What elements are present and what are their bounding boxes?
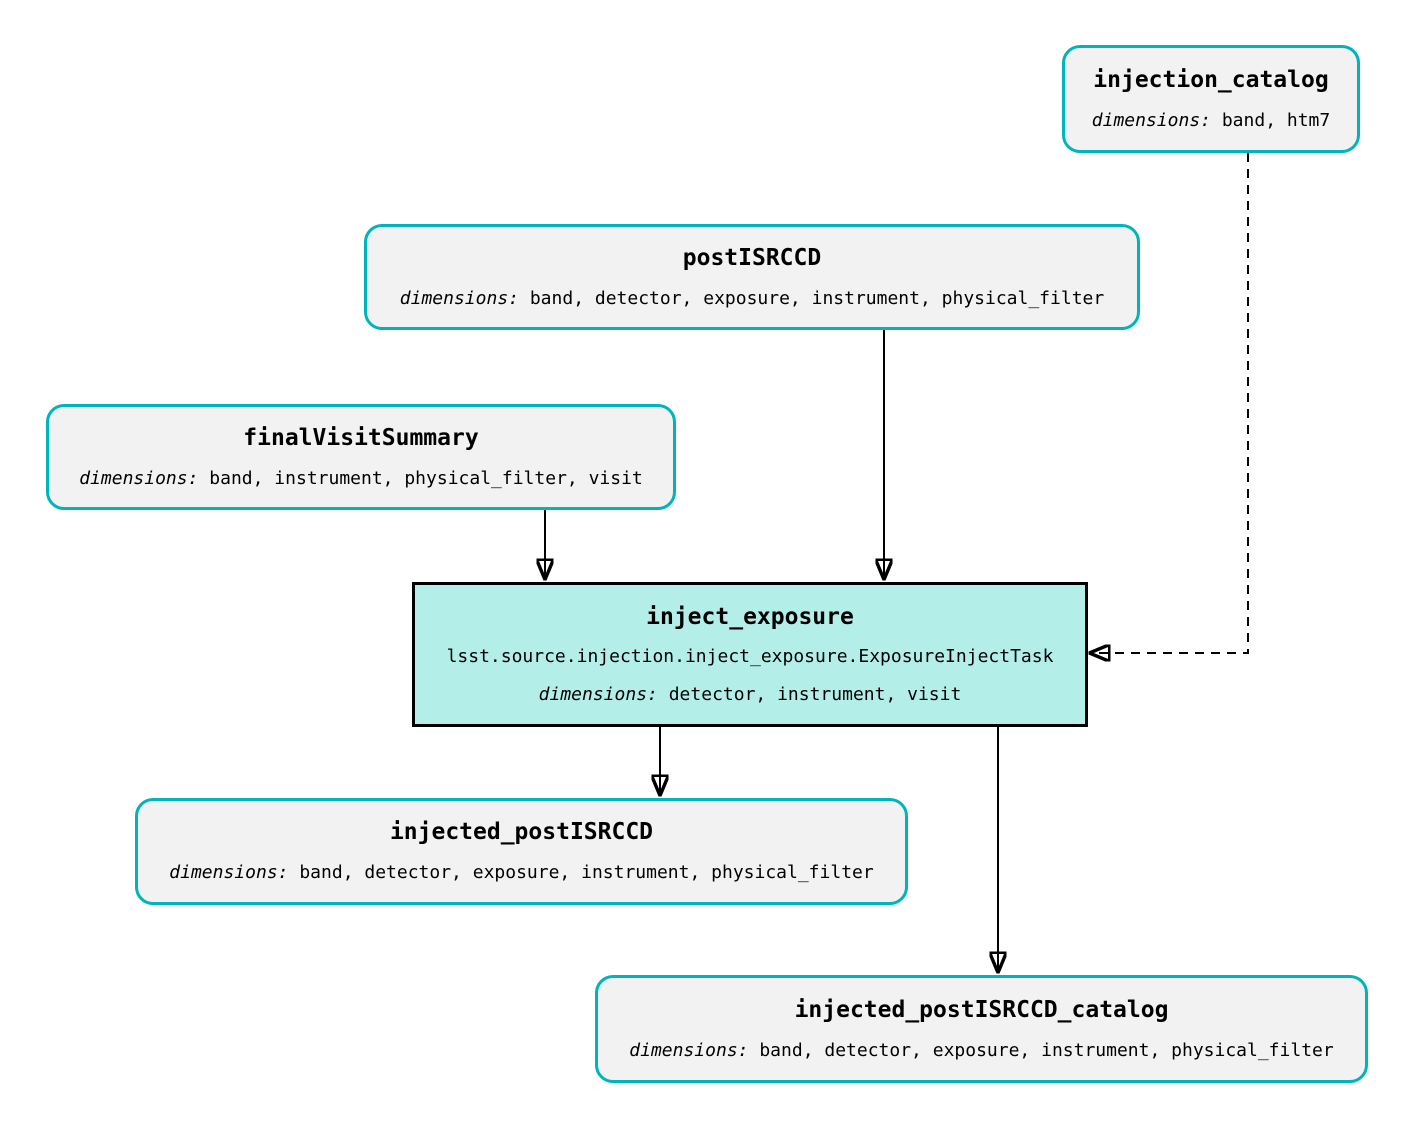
node-title: finalVisitSummary (243, 424, 479, 451)
dimensions-label: dimensions: (538, 683, 658, 705)
dimensions-value: band, detector, exposure, instrument, ph… (529, 287, 1105, 309)
node-title: postISRCCD (682, 244, 822, 271)
dimensions-value: band, detector, exposure, instrument, ph… (299, 862, 874, 883)
node-dimensions: dimensions: detector, instrument, visit (539, 684, 962, 706)
node-inject-exposure-task: inject_exposure lsst.source.injection.in… (412, 582, 1088, 727)
node-dimensions: dimensions: band, detector, exposure, in… (169, 862, 873, 884)
dimensions-value: band, instrument, physical_filter, visit (209, 467, 643, 489)
node-dimensions: dimensions: band, detector, exposure, in… (629, 1040, 1333, 1062)
node-title: injection_catalog (1093, 66, 1329, 93)
node-finalvisitsummary: finalVisitSummary dimensions: band, inst… (46, 404, 676, 510)
node-dimensions: dimensions: band, detector, exposure, in… (400, 288, 1104, 310)
dimensions-value: band, htm7 (1221, 109, 1331, 131)
dimensions-label: dimensions: (79, 467, 199, 489)
task-class-path: lsst.source.injection.inject_exposure.Ex… (446, 645, 1054, 667)
node-title: injected_postISRCCD_catalog (794, 996, 1169, 1023)
node-dimensions: dimensions: band, instrument, physical_f… (79, 468, 643, 490)
node-title: injected_postISRCCD (389, 819, 654, 845)
node-title: inject_exposure (646, 603, 854, 630)
node-injection-catalog: injection_catalog dimensions: band, htm7 (1062, 45, 1360, 153)
dimensions-label: dimensions: (399, 287, 519, 309)
dimensions-value: detector, instrument, visit (668, 683, 962, 705)
node-postisrccd: postISRCCD dimensions: band, detector, e… (364, 224, 1140, 330)
node-dimensions: dimensions: band, htm7 (1092, 110, 1330, 132)
dimensions-label: dimensions: (1091, 109, 1211, 131)
node-injected-postisrccd: injected_postISRCCD dimensions: band, de… (135, 798, 908, 905)
node-injected-postisrccd-catalog: injected_postISRCCD_catalog dimensions: … (595, 975, 1368, 1083)
dimensions-label: dimensions: (169, 862, 289, 883)
dimensions-label: dimensions: (629, 1039, 749, 1061)
dimensions-value: band, detector, exposure, instrument, ph… (759, 1039, 1334, 1061)
